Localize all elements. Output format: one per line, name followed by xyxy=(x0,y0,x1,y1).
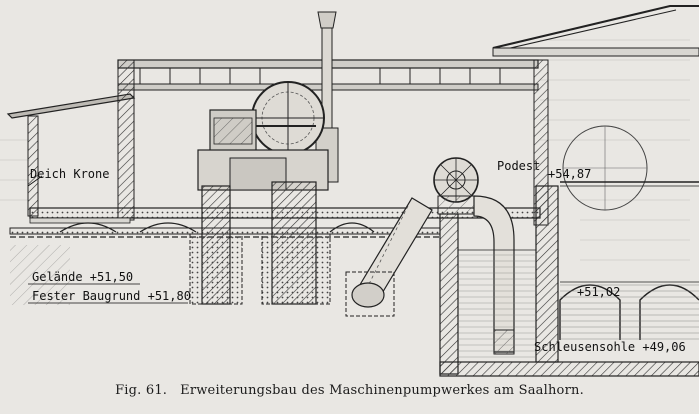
steam-engine xyxy=(197,81,329,191)
sluice-channel xyxy=(439,185,699,377)
label-deich-krone: Deich Krone xyxy=(30,167,109,181)
centrifugal-pump xyxy=(433,157,479,215)
label-water-level: +51,02 xyxy=(577,285,620,299)
label-fester-baugrund: Fester Baugrund +51,80 xyxy=(32,289,191,303)
figure-number: Fig. 61. xyxy=(115,383,168,398)
foundations xyxy=(59,181,375,305)
label-gelaende: Gelände +51,50 xyxy=(32,270,133,284)
suction-pipe xyxy=(345,197,433,317)
label-schleusensohle: Schleusensohle +49,06 xyxy=(534,340,686,354)
figure-caption: Fig. 61. Erweiterungsbau des Maschinenpu… xyxy=(0,383,699,398)
label-podest: Podest xyxy=(497,159,540,173)
figure-caption-text: Erweiterungsbau des Maschinenpumpwerkes … xyxy=(180,383,584,398)
right-building xyxy=(492,5,699,342)
label-podest-level: +54,87 xyxy=(548,167,591,181)
